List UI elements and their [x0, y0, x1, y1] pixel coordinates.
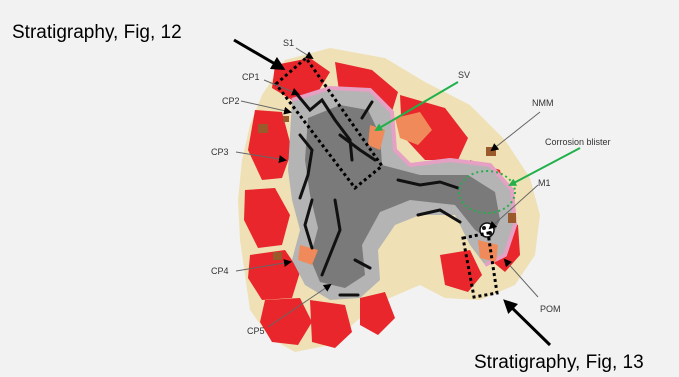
callout-strat-bottom: Stratigraphy, Fig, 13 — [474, 352, 644, 373]
label-cp1: CP1 — [242, 72, 260, 82]
label-s1: S1 — [283, 38, 294, 48]
label-cp2: CP2 — [222, 96, 240, 106]
callout-strat-top: Stratigraphy, Fig, 12 — [12, 22, 182, 43]
strat-top-arrow — [234, 40, 282, 68]
label-cp3: CP3 — [211, 147, 229, 157]
label-nmm: NMM — [532, 98, 554, 108]
label-cp4: CP4 — [211, 266, 229, 276]
label-pom: POM — [540, 304, 561, 314]
label-m1: M1 — [538, 178, 551, 188]
label-sv: SV — [458, 70, 470, 80]
label-cp5: CP5 — [247, 326, 265, 336]
label-corrosion-blister: Corrosion blister — [545, 137, 611, 147]
